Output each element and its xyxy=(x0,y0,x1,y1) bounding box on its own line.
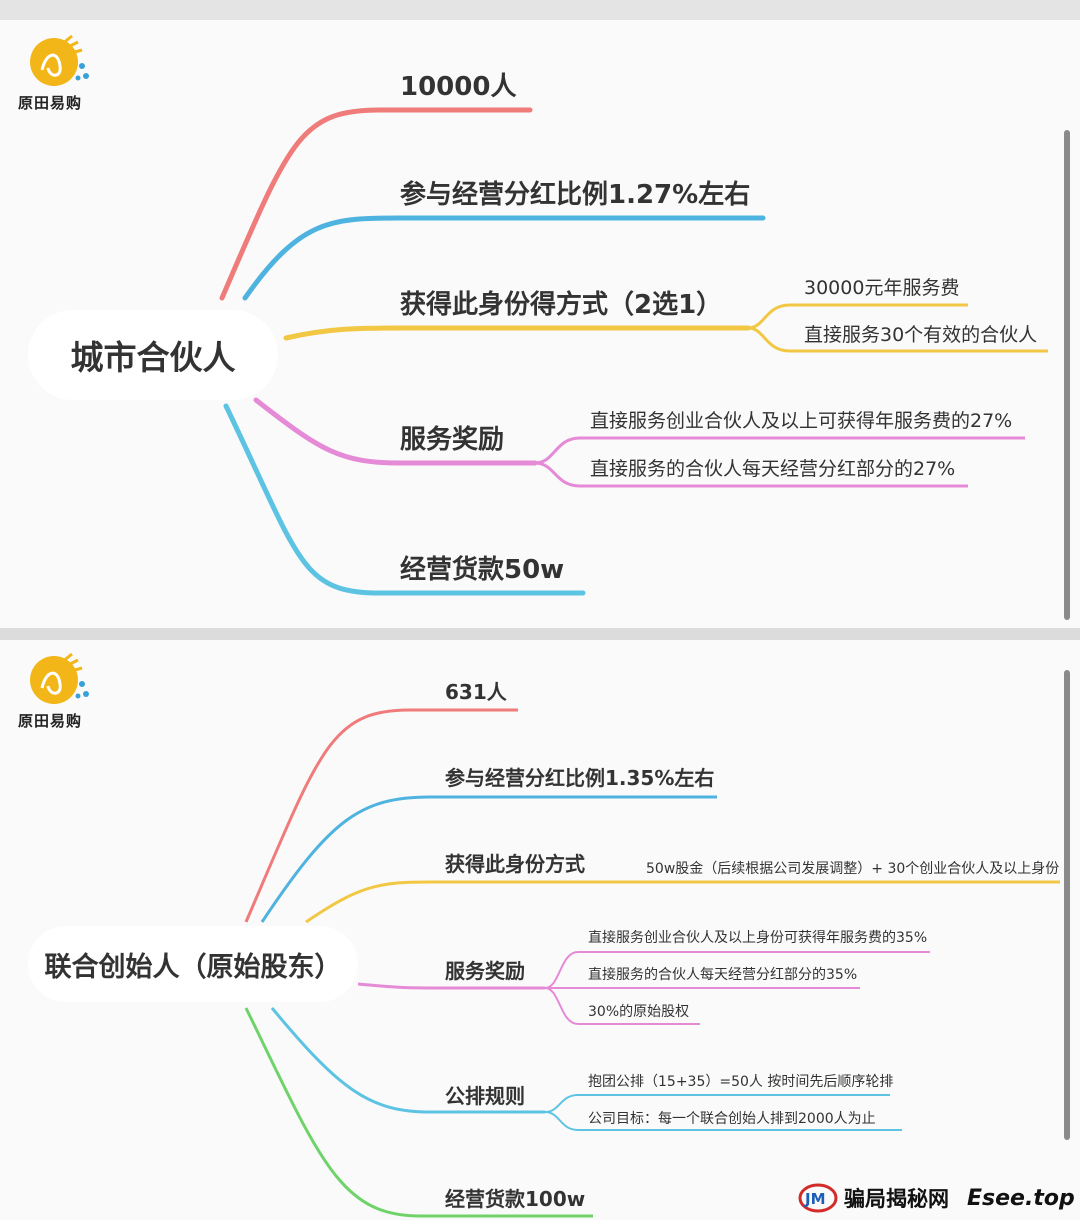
sub-branch-label: 直接服务创业合伙人及以上身份可获得年服务费的35% xyxy=(588,930,928,946)
wheat-logo-icon xyxy=(30,34,89,86)
branch-line xyxy=(260,795,717,923)
branch-line xyxy=(357,982,545,990)
mindmap-branches xyxy=(219,107,1048,596)
mindmap-panel-co-founder: 原田易购 联合创始人（原始股东） 631人 参与经营分红比例1.35%左右 获得… xyxy=(0,640,1080,1220)
branch-line xyxy=(242,215,766,301)
branch-label: 经营货款50w xyxy=(400,555,565,585)
branch-line xyxy=(747,326,1048,353)
branch-line xyxy=(283,325,751,341)
branch-label: 获得此身份方式 xyxy=(445,852,585,876)
branch-line xyxy=(544,951,930,989)
branch-label: 服务奖励 xyxy=(400,425,505,455)
sub-branch-label: 50w股金（后续根据公司发展调整）+ 30个创业合伙人及以上身份 xyxy=(646,861,1060,877)
watermark-name: 骗局揭秘网 xyxy=(844,1187,949,1211)
brand-logo xyxy=(28,648,92,712)
branch-label: 参与经营分红比例1.35%左右 xyxy=(445,766,715,790)
brand-name: 原田易购 xyxy=(18,94,83,112)
central-topic: 联合创始人（原始股东） xyxy=(28,926,358,1002)
panel-divider xyxy=(0,628,1080,642)
branch-line xyxy=(305,880,1060,924)
branch-label: 服务奖励 xyxy=(445,959,525,983)
branch-line xyxy=(544,1094,890,1113)
branch-line xyxy=(544,1111,902,1131)
top-bar xyxy=(0,0,1080,20)
watermark-logo-text: JM xyxy=(804,1190,826,1208)
branch-line xyxy=(253,397,538,466)
branch-line xyxy=(219,107,533,301)
branch-line xyxy=(244,708,518,923)
sub-branch-label: 直接服务30个有效的合伙人 xyxy=(804,324,1038,346)
sub-branch-label: 直接服务的合伙人每天经营分红部分的27% xyxy=(590,458,956,480)
branch-label: 631人 xyxy=(445,680,507,704)
sub-branch-label: 直接服务的合伙人每天经营分红部分的35% xyxy=(588,967,858,983)
mindmap-branches xyxy=(244,708,1060,1218)
branch-line xyxy=(544,987,700,1025)
branch-line xyxy=(244,1007,593,1218)
branch-label: 参与经营分红比例1.27%左右 xyxy=(400,180,751,210)
sub-branch-label: 公司目标：每一个联合创始人排到2000人为止 xyxy=(588,1111,876,1127)
sub-branch-label: 直接服务创业合伙人及以上可获得年服务费的27% xyxy=(590,410,1013,432)
mindmap-panel-city-partner: 原田易购 城市合伙人 10000人 参与经营分红比例1.27%左右 获得此身份得… xyxy=(0,20,1080,630)
brand-name: 原田易购 xyxy=(18,712,83,730)
watermark-logo-icon: JM xyxy=(798,1183,838,1213)
branch-line xyxy=(223,403,586,596)
scrollbar[interactable] xyxy=(1064,670,1070,1140)
watermark-site: Esee.top xyxy=(967,1185,1075,1211)
sub-branch-label: 抱团公排（15+35）=50人 按时间先后顺序轮排 xyxy=(588,1074,894,1090)
scrollbar[interactable] xyxy=(1064,130,1070,620)
branch-line xyxy=(534,461,968,488)
branch-line xyxy=(534,436,1025,465)
watermark: JM 骗局揭秘网 Esee.top xyxy=(798,1178,1075,1218)
central-topic: 城市合伙人 xyxy=(28,310,278,400)
branch-line xyxy=(270,1007,545,1114)
sub-branch-label: 30%的原始股权 xyxy=(588,1004,690,1020)
branch-label: 公排规则 xyxy=(445,1084,525,1108)
branch-line xyxy=(747,303,968,330)
branch-label: 经营货款100w xyxy=(445,1187,586,1211)
branch-label: 10000人 xyxy=(400,72,517,102)
sub-branch-label: 30000元年服务费 xyxy=(804,277,960,299)
wheat-logo-icon xyxy=(30,652,89,704)
branch-label: 获得此身份得方式（2选1） xyxy=(400,290,723,320)
brand-logo xyxy=(28,30,92,94)
